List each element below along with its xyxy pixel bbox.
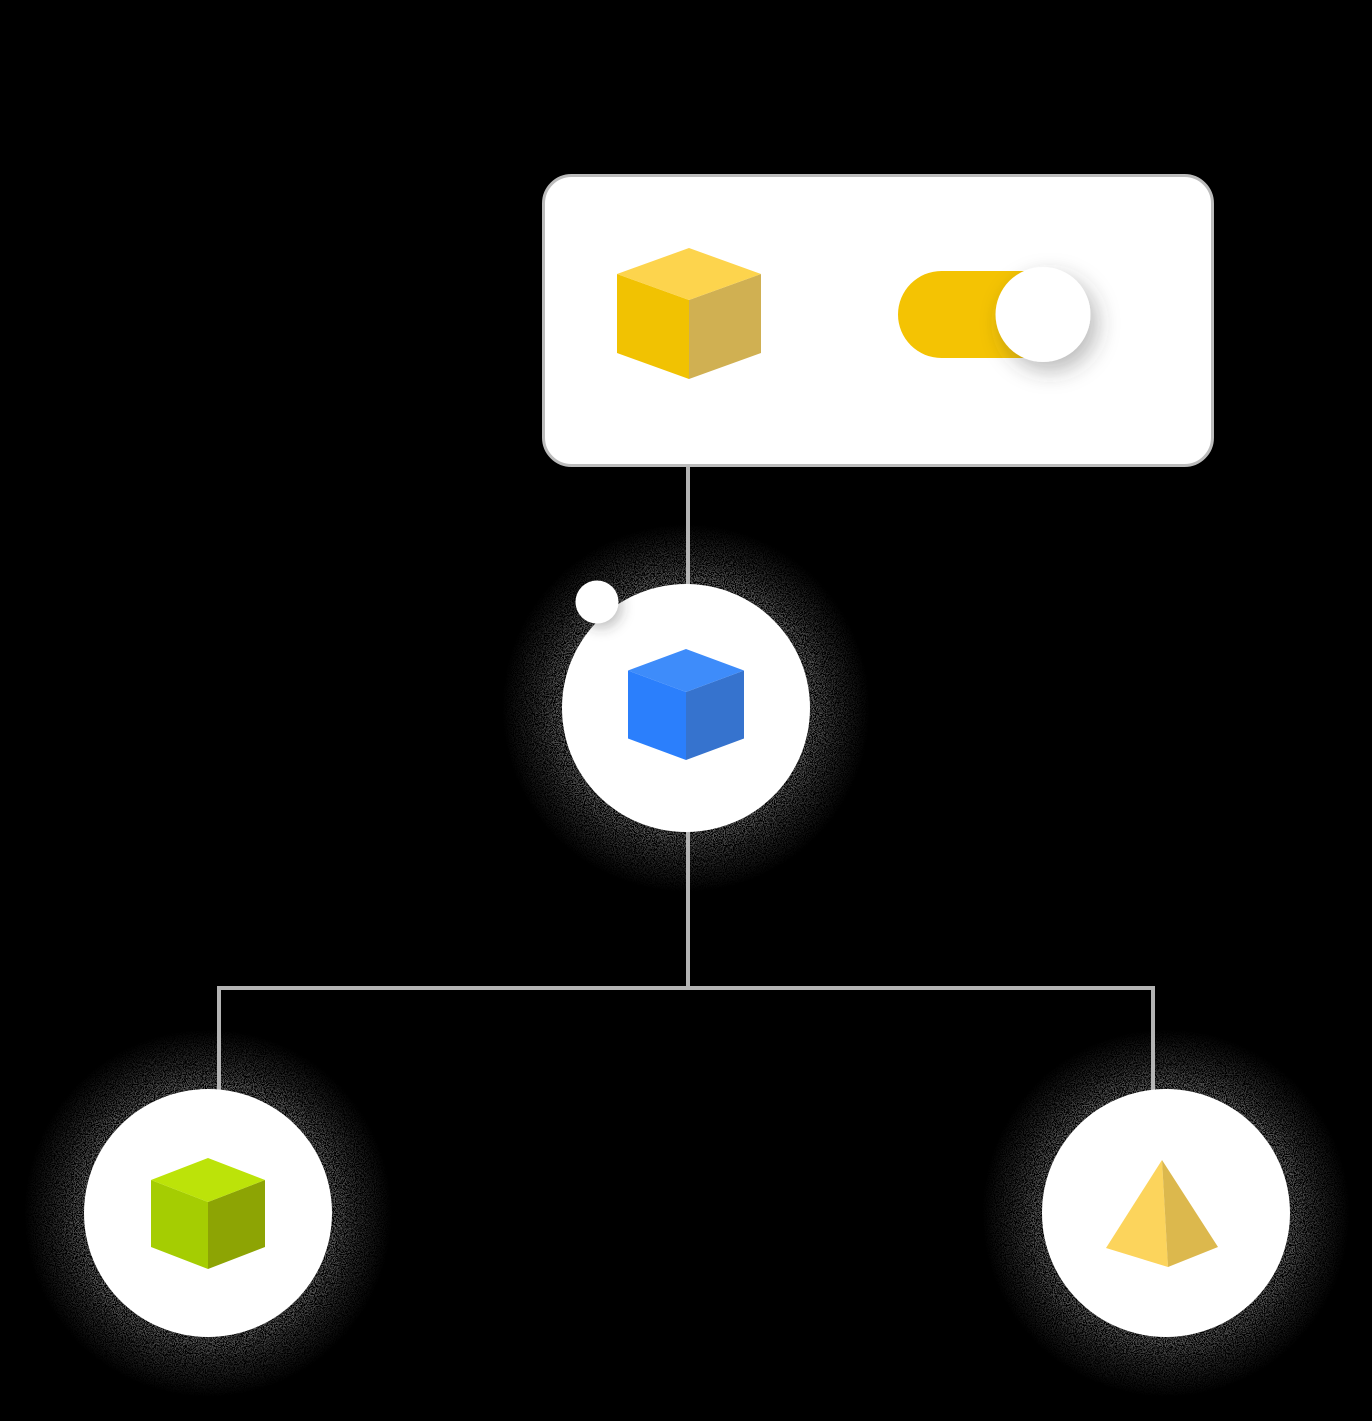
blue-cube-icon	[628, 649, 744, 760]
blue-cube-right-face	[686, 670, 744, 760]
root-card-box	[542, 174, 1214, 467]
gold-cube-top-face	[617, 248, 761, 300]
gold-cube-left-face	[617, 274, 689, 379]
green-cube-right-face	[208, 1180, 265, 1269]
gold-pyramid-icon	[1106, 1160, 1218, 1267]
parent-node	[502, 524, 870, 892]
green-cube-left-face	[151, 1180, 208, 1269]
root-card	[542, 174, 1214, 467]
toggle-switch[interactable]	[898, 267, 1091, 362]
gold-cube-right-face	[689, 274, 761, 379]
blue-cube-left-face	[628, 670, 686, 760]
gold-pyramid-right-face	[1162, 1160, 1218, 1267]
green-cube-top-face	[151, 1158, 265, 1202]
blue-cube-top-face	[628, 649, 744, 692]
child-node-right	[982, 1029, 1350, 1397]
gold-pyramid-left-face	[1106, 1160, 1168, 1267]
child-node-left	[24, 1029, 392, 1397]
gold-cube-icon	[617, 248, 761, 379]
toggle-knob[interactable]	[995, 267, 1091, 362]
parent-node-badge-dot	[575, 580, 619, 624]
green-cube-icon	[151, 1158, 265, 1269]
